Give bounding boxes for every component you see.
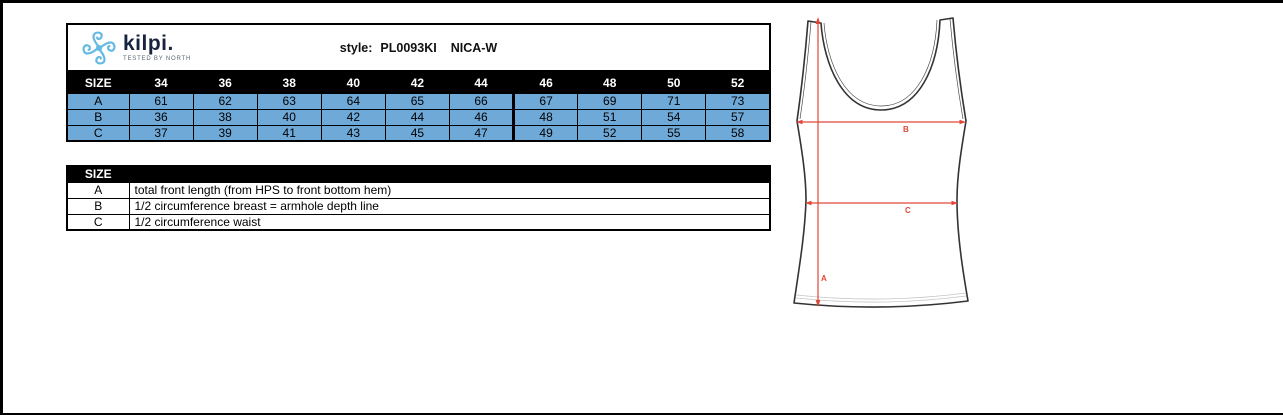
measure-label-c: C (905, 206, 911, 215)
size-cell: 46 (448, 108, 516, 126)
size-cell: 47 (448, 124, 516, 142)
kilpi-knot-icon (82, 31, 116, 64)
legend-description: 1/2 circumference breast = armhole depth… (128, 197, 771, 215)
size-cell: 45 (384, 124, 450, 142)
left-armhole-trim (799, 21, 812, 120)
style-code: PL0093KI (380, 40, 437, 55)
logo-text: kilpi. TESTED BY NORTH (123, 33, 191, 62)
right-armhole-trim (949, 18, 964, 120)
measure-row-b: B 36 38 40 42 44 46 48 51 54 57 (66, 108, 771, 126)
size-cell: 51 (577, 108, 643, 126)
size-header-cell: 46 (513, 72, 579, 94)
size-cell: 44 (384, 108, 450, 126)
size-cell: 65 (384, 92, 450, 110)
size-cell: 62 (192, 92, 258, 110)
row-label: C (66, 124, 130, 142)
legend-description: total front length (from HPS to front bo… (128, 181, 771, 199)
size-header-cell: 36 (192, 72, 258, 94)
size-cell: 41 (256, 124, 322, 142)
logo-brand: kilpi. (123, 32, 174, 55)
measure-line-c: C (805, 200, 958, 215)
measure-line-b: B (796, 119, 966, 134)
size-cell: 42 (320, 108, 386, 126)
kilpi-logo: kilpi. TESTED BY NORTH (80, 29, 191, 67)
measure-row-a: A 61 62 63 64 65 66 67 69 71 73 (66, 92, 771, 110)
size-cell: 61 (128, 92, 194, 110)
neckline-trim (823, 19, 938, 107)
style-label: style: (339, 40, 373, 55)
size-header-cell: 48 (577, 72, 643, 94)
legend-row-c: C 1/2 circumference waist (66, 213, 771, 231)
size-cell: 43 (320, 124, 386, 142)
size-cell: 64 (320, 92, 386, 110)
size-cell: 71 (641, 92, 707, 110)
header-box: kilpi. TESTED BY NORTH style: PL0093KI NIC… (66, 23, 771, 72)
size-header-cell: 42 (384, 72, 450, 94)
hem-stitch-line (795, 295, 967, 303)
size-header-cell: 34 (128, 72, 194, 94)
legend-row-a: A total front length (from HPS to front … (66, 181, 771, 199)
style-name: NICA-W (450, 40, 498, 55)
size-table-header-row: SIZE 34 36 38 40 42 44 46 48 50 52 (66, 72, 771, 94)
size-header-cell: 50 (641, 72, 707, 94)
hem-stitch-line (795, 292, 967, 300)
size-cell: 58 (705, 124, 771, 142)
size-cell: 48 (513, 108, 579, 126)
size-header-cell: 38 (256, 72, 322, 94)
size-cell: 40 (256, 108, 322, 126)
legend-header-row: SIZE (66, 165, 771, 183)
row-label: B (66, 108, 130, 126)
legend-code: C (66, 213, 130, 231)
size-cell: 52 (577, 124, 643, 142)
size-cell: 54 (641, 108, 707, 126)
size-cell: 57 (705, 108, 771, 126)
legend-code: A (66, 181, 130, 199)
size-header-cell: SIZE (66, 72, 130, 94)
style-line: style: PL0093KI NICA-W (68, 41, 769, 55)
size-cell: 38 (192, 108, 258, 126)
size-cell: 49 (513, 124, 579, 142)
size-table: SIZE 34 36 38 40 42 44 46 48 50 52 A 61 … (66, 72, 771, 142)
size-cell: 39 (192, 124, 258, 142)
logo-tagline: TESTED BY NORTH (123, 56, 192, 62)
size-cell: 36 (128, 108, 194, 126)
legend-description: 1/2 circumference waist (128, 213, 771, 231)
size-cell: 67 (513, 92, 579, 110)
legend-header-cell: SIZE (66, 165, 130, 183)
tank-top-outline (793, 17, 969, 308)
size-header-cell: 44 (448, 72, 516, 94)
size-cell: 73 (705, 92, 771, 110)
row-label: A (66, 92, 130, 110)
measure-line-a: A (815, 17, 827, 307)
tank-top-drawing: A B C (793, 17, 969, 308)
legend-header-filler (128, 165, 771, 183)
garment-diagram: A B C (792, 13, 972, 313)
legend-table: SIZE A total front length (from HPS to f… (66, 165, 771, 231)
legend-row-b: B 1/2 circumference breast = armhole dep… (66, 197, 771, 215)
size-cell: 69 (577, 92, 643, 110)
measure-row-c: C 37 39 41 43 45 47 49 52 55 58 (66, 124, 771, 142)
size-cell: 63 (256, 92, 322, 110)
size-header-cell: 40 (320, 72, 386, 94)
size-cell: 37 (128, 124, 194, 142)
measure-label-a: A (821, 274, 827, 283)
measure-label-b: B (903, 125, 909, 134)
legend-code: B (66, 197, 130, 215)
size-cell: 55 (641, 124, 707, 142)
size-header-cell: 52 (705, 72, 771, 94)
size-cell: 66 (448, 92, 516, 110)
